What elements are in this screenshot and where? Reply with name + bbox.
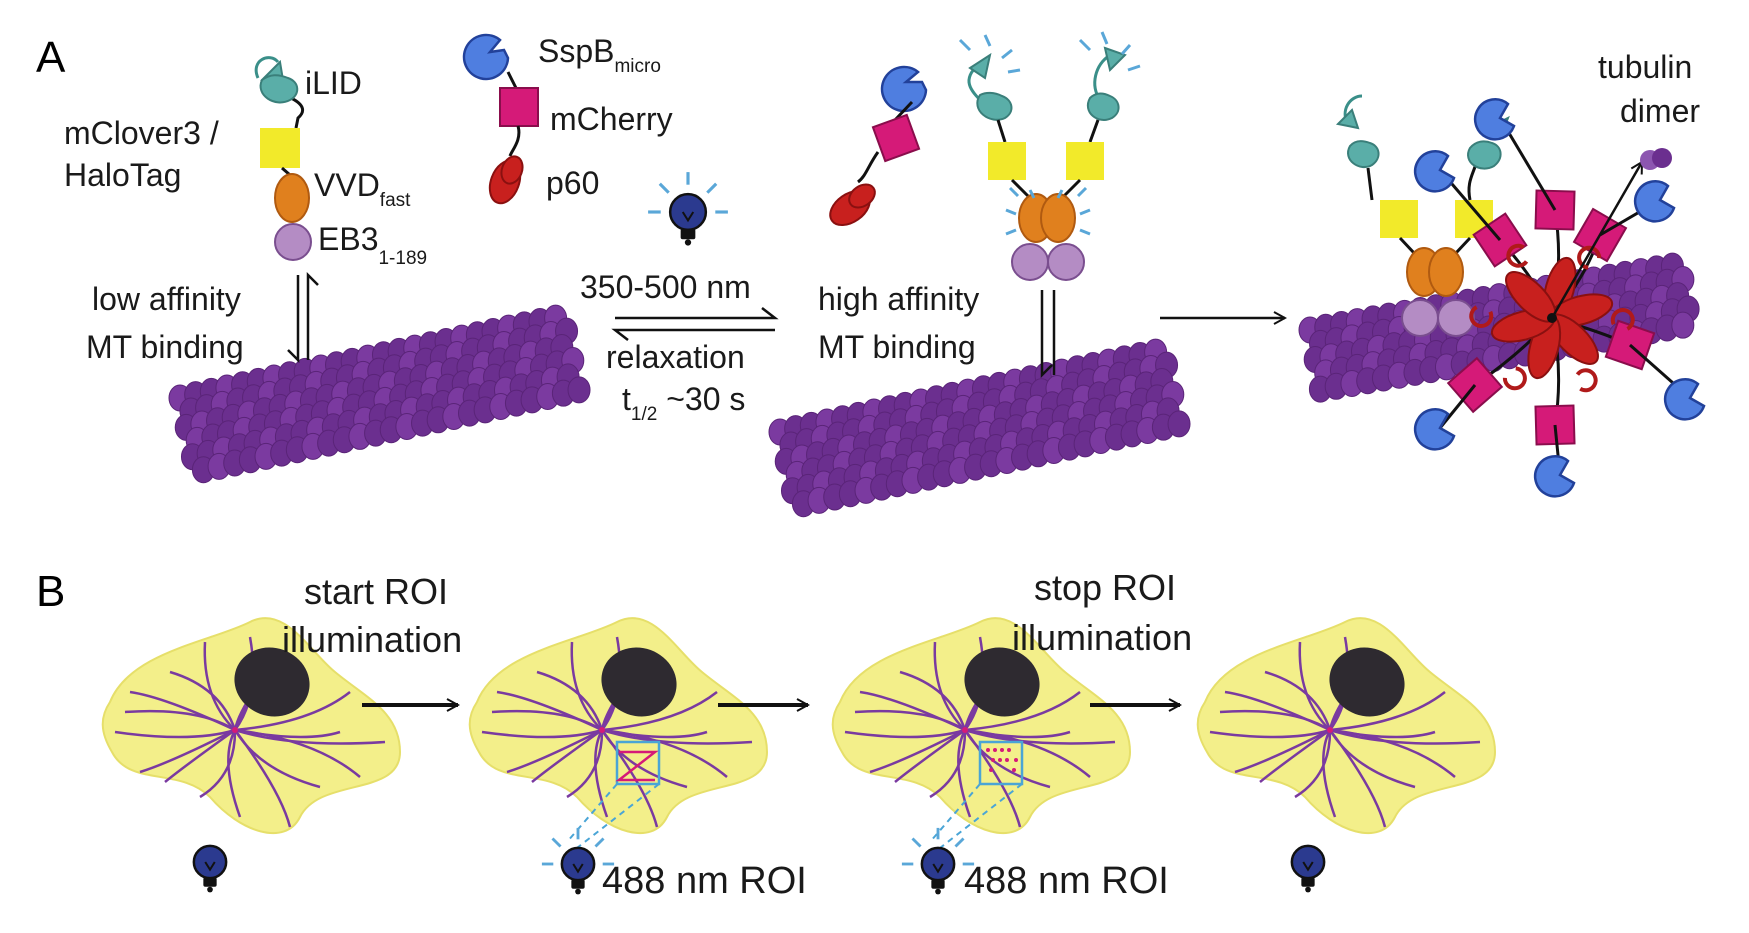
microtubule-2 — [769, 339, 1190, 517]
label-mclover3: mClover3 / — [64, 115, 219, 151]
label-relaxation: relaxation — [606, 339, 745, 375]
label-low-affinity: low affinity — [92, 281, 241, 317]
label-stop-roi: stop ROI — [1034, 567, 1176, 608]
mclover-icon — [260, 128, 300, 168]
label-sspb: SspBmicro — [538, 33, 661, 77]
equilibrium-arrows-light — [615, 308, 775, 340]
sspb-icon — [464, 35, 508, 79]
label-dimer: dimer — [1620, 93, 1700, 129]
bulb-cell-1 — [194, 846, 226, 893]
eb3-icon — [275, 224, 311, 260]
equilibrium-arrows-low — [288, 275, 318, 360]
label-start-illumination: illumination — [282, 619, 462, 660]
bulb-cell-4 — [1292, 846, 1324, 893]
vvd-icon — [275, 174, 309, 222]
label-half-life: t1/2 ~30 s — [622, 381, 745, 425]
label-ilid: iLID — [305, 65, 362, 101]
label-halotag: HaloTag — [64, 157, 181, 193]
construct-sspb-mcherry-p60 — [464, 35, 538, 207]
cell-4 — [1198, 618, 1495, 833]
label-roi-1: 488 nm ROI — [602, 860, 807, 902]
label-roi-2: 488 nm ROI — [964, 860, 1169, 902]
construct-ilid-vvd-eb3 — [256, 58, 311, 260]
mcherry-icon — [500, 88, 538, 126]
label-high-affinity: high affinity — [818, 281, 979, 317]
label-p60: p60 — [546, 165, 599, 201]
light-bulb-icon — [648, 172, 728, 246]
label-eb3: EB31-189 — [318, 221, 427, 269]
label-vvd: VVDfast — [314, 167, 411, 211]
label-start-roi: start ROI — [304, 571, 448, 612]
label-tubulin: tubulin — [1598, 49, 1692, 85]
cell-2 — [470, 618, 767, 848]
label-low-mt-binding: MT binding — [86, 329, 244, 365]
panel-label-a: A — [36, 33, 66, 82]
label-wavelength: 350-500 nm — [580, 269, 751, 305]
label-mcherry: mCherry — [550, 101, 673, 137]
panel-label-b: B — [36, 567, 65, 616]
tubulin-dimer-icon — [1640, 148, 1672, 170]
label-stop-illumination: illumination — [1012, 617, 1192, 658]
label-high-mt-binding: MT binding — [818, 329, 976, 365]
activated-construct — [824, 48, 1125, 280]
